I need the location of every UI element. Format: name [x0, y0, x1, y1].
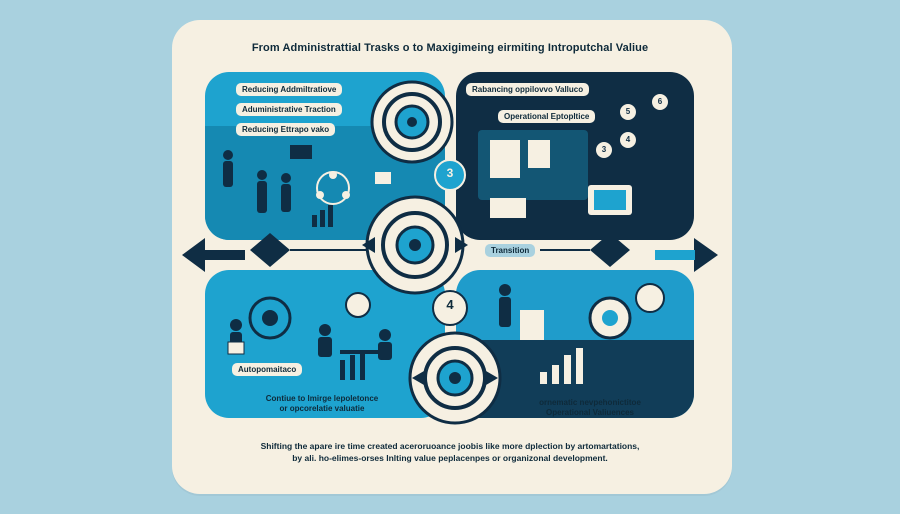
bl-caption-line-2: or opcorelatie valuatie	[279, 404, 365, 413]
bl-label: Autopomaitaco	[232, 363, 303, 376]
footer-text: Shifting the apare ire time created acer…	[190, 440, 710, 464]
tr-label-2: Operational Eptopltice	[498, 110, 596, 123]
bar-chart-right-icon	[540, 348, 583, 384]
gear-right-icon	[588, 296, 632, 340]
left-arrow-icon	[182, 238, 205, 272]
clipboard-icon	[520, 310, 544, 340]
node-number-3: 3	[601, 145, 607, 154]
diamond-right-icon	[590, 233, 630, 267]
diamond-left-icon	[250, 233, 290, 267]
clock-icon	[635, 283, 665, 313]
node-number-6: 6	[657, 97, 663, 106]
node-number-4: 4	[625, 135, 631, 144]
bar-chart-icon	[312, 205, 333, 227]
tl-label-1: Reducing Addmiltratiove	[236, 83, 343, 96]
tr-label-1: Rabancing oppilovvo Valluco	[466, 83, 590, 96]
right-arrow-icon	[694, 238, 718, 272]
monitor-icon	[375, 172, 391, 184]
infographic-title: From Administrattial Trasks o to Maxigim…	[251, 42, 649, 54]
people-icon	[223, 150, 291, 213]
gear-target-icon	[248, 296, 292, 340]
monitor-right-icon	[588, 185, 632, 215]
workspace-screen-icon	[478, 130, 588, 218]
person-standing-icon	[499, 284, 511, 327]
document-icon	[290, 145, 312, 159]
bl-caption-line-1: Contiue to lmirge lepoletonce	[265, 394, 379, 403]
target-top-icon	[370, 80, 454, 164]
footer-line-1: Shifting the apare ire time created acer…	[260, 441, 640, 451]
node-number-5: 5	[625, 107, 631, 116]
tl-label-2: Aduministrative Traction	[236, 103, 342, 116]
tl-label-3: Reducing Ettrapo vako	[236, 123, 336, 136]
br-caption-line-1: ornematic nevpehonictitoe	[539, 398, 641, 407]
step-number-bottom: 4	[446, 297, 454, 312]
step-4-icon	[432, 290, 468, 326]
transition-label: Transition	[485, 244, 536, 257]
target-bottom-icon	[408, 331, 502, 425]
target-center-icon	[362, 195, 468, 295]
numbered-nodes-icon	[596, 94, 668, 158]
footer-line-2: by ali. ho-elimes-orses Inlting value pe…	[292, 453, 608, 463]
br-caption-line-2: Operational Valiuences	[545, 408, 635, 417]
org-chart-icon	[316, 171, 350, 205]
step-3-icon	[434, 159, 466, 191]
step-number-top: 3	[446, 166, 454, 180]
envelope-icon	[227, 341, 245, 355]
robot-icon	[345, 292, 371, 318]
